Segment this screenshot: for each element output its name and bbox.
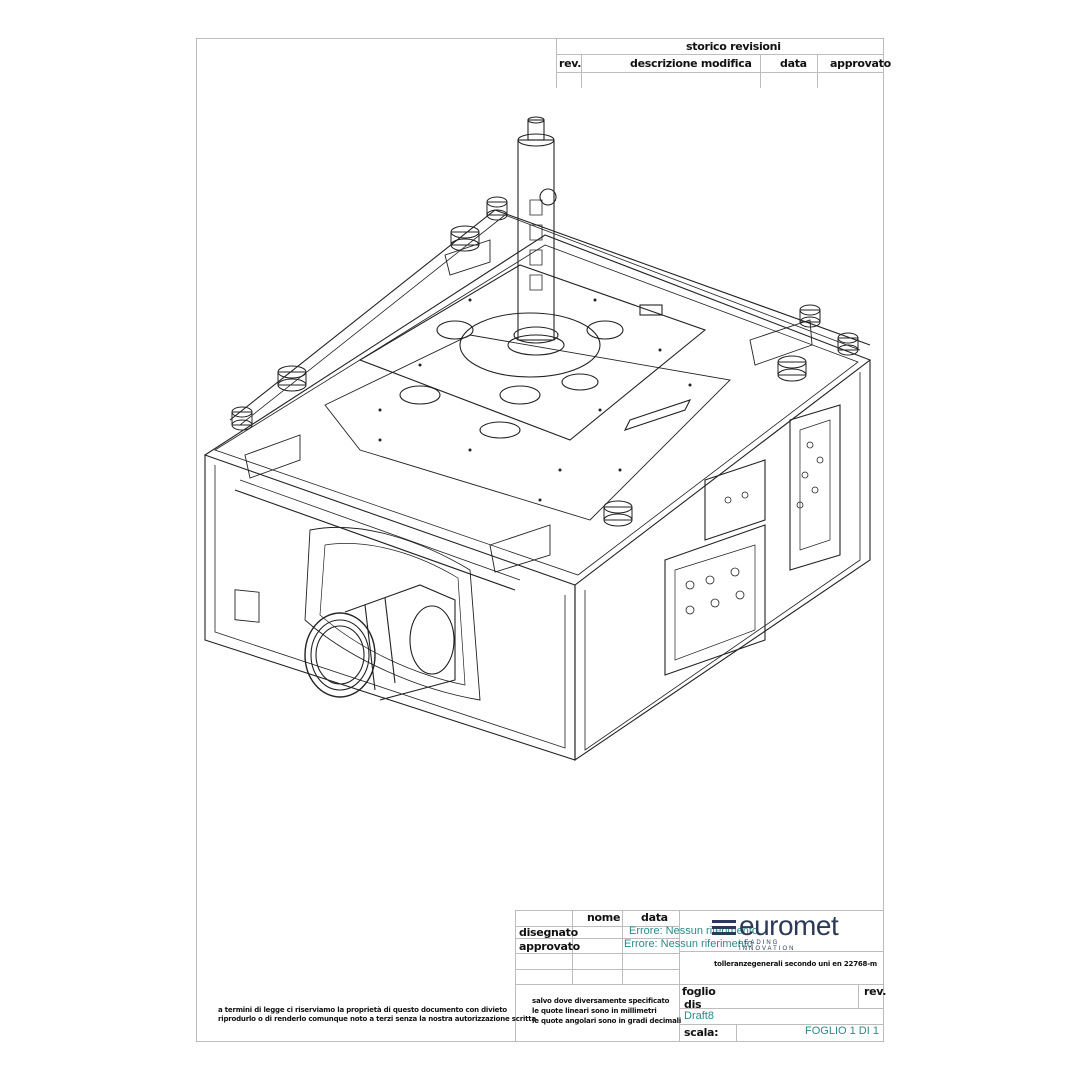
drawing-sheet bbox=[196, 38, 884, 1042]
note-linear: le quote lineari sono in millimetri bbox=[532, 1007, 657, 1015]
revision-col-rev: rev. bbox=[559, 57, 582, 70]
logo-wordmark: euromet bbox=[739, 910, 839, 941]
col-date: data bbox=[641, 911, 668, 924]
row-approved-label: approvato bbox=[519, 940, 580, 953]
scale-label: scala: bbox=[684, 1026, 719, 1039]
note-angular: le quote angolari sono in gradi decimali bbox=[532, 1017, 682, 1025]
revision-title: storico revisioni bbox=[686, 40, 781, 53]
legal-notice-line1: a termini di legge ci riserviamo la prop… bbox=[218, 1006, 507, 1014]
revision-col-date: data bbox=[780, 57, 807, 70]
revision-col-description: descrizione modifica bbox=[630, 57, 752, 70]
projector-mount-drawing bbox=[203, 116, 872, 762]
dis-value: Draft8 bbox=[684, 1010, 714, 1022]
row-drawn-label: disegnato bbox=[519, 926, 578, 939]
sheet-label: foglio bbox=[682, 985, 716, 998]
tolerances-text: tolleranzegenerali secondo uni en 22768-… bbox=[714, 960, 878, 968]
logo-tagline: LEADING INNOVATION bbox=[739, 940, 796, 952]
reference-error-2: Errore: Nessun riferimento bbox=[624, 938, 753, 950]
logo-mark-icon bbox=[712, 920, 736, 935]
revision-col-approved: approvato bbox=[830, 57, 891, 70]
rev-label: rev. bbox=[864, 985, 887, 998]
note-unspecified: salvo dove diversamente specificato bbox=[532, 997, 670, 1005]
legal-notice-line2: riprodurlo o di renderlo comunque noto a… bbox=[218, 1015, 536, 1023]
dis-label: dis bbox=[684, 998, 702, 1011]
col-name: nome bbox=[587, 911, 621, 924]
sheet-number: FOGLIO 1 DI 1 bbox=[805, 1025, 879, 1037]
